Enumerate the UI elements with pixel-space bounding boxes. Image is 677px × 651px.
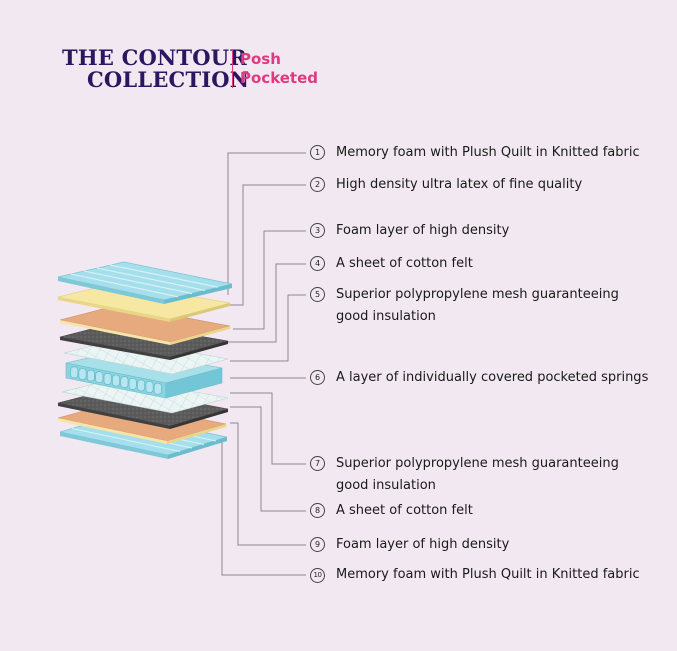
brand-subtitle-line2: Pocketed [240,69,319,87]
layer-label-1-text: Memory foam with Plush Quilt in Knitted … [336,145,640,160]
layer-label-9: 9 Foam layer of high density [310,534,509,556]
layer-label-5-text: Superior polypropylene mesh guaranteeing [336,287,619,302]
spring-pocket [137,379,145,392]
leader-line-1 [227,152,306,295]
layer-label-4: 4 A sheet of cotton felt [310,253,473,275]
layer-label-7-text-line2: good insulation [336,478,436,493]
layer-1-memory-foam [57,261,233,304]
layer-label-3: 3 Foam layer of high density [310,220,509,242]
layer-2-latex [57,282,231,322]
layer-label-8: 8 A sheet of cotton felt [310,500,473,522]
brand-title-line1: THE CONTOUR [62,45,247,70]
brand-subtitle-line1: Posh [240,50,281,68]
brand-divider [232,50,233,88]
layer-label-7: 7 Superior polypropylene mesh guaranteein… [310,453,619,497]
layer-label-5-text-line2: good insulation [336,309,436,324]
layer-label-10: 10 Memory foam with Plush Quilt in Knitte… [310,564,640,586]
layer-label-1: 1 Memory foam with Plush Quilt in Knitted… [310,142,640,164]
spring-pocket [87,369,95,382]
brand-title-line2: COLLECTION [87,67,250,92]
spring-pocket [128,377,137,390]
layer-label-2-text: High density ultra latex of fine quality [336,177,583,192]
leader-line-4 [228,263,306,343]
layer-label-6-text: A layer of individually covered pocketed… [336,370,649,385]
spring-pocket [112,374,120,387]
number-badge-2: 2 [310,177,325,192]
layer-label-9-text: Foam layer of high density [336,537,510,552]
spring-pocket [78,368,87,380]
spring-pocket [95,371,104,384]
spring-pocket [153,382,162,395]
layer-label-8-text: A sheet of cotton felt [336,503,473,518]
layer-label-4-text: A sheet of cotton felt [336,256,473,271]
layer-label-5: 5 Superior polypropylene mesh guaranteein… [310,284,619,328]
number-badge-3: 3 [310,223,325,238]
leader-line-5 [230,294,306,362]
leader-line-10 [221,439,306,576]
layer-label-7-text: Superior polypropylene mesh guaranteeing [336,456,619,471]
layer-label-10-text: Memory foam with Plush Quilt in Knitted … [336,567,640,582]
leader-line-9 [230,422,306,546]
number-badge-9: 9 [310,537,325,552]
spring-pocket [70,366,79,379]
number-badge-4: 4 [310,256,325,271]
leader-line-8 [230,406,306,512]
leader-line-2 [230,184,306,306]
layer-label-2: 2 High density ultra latex of fine qualit… [310,174,582,196]
number-badge-8: 8 [310,503,325,518]
number-badge-7: 7 [310,456,325,471]
number-badge-6: 6 [310,370,325,385]
number-badge-5: 5 [310,287,325,302]
number-badge-1: 1 [310,145,325,160]
layer-3-foam [59,304,231,345]
layer-label-3-text: Foam layer of high density [336,223,510,238]
leader-line-7 [230,392,306,465]
layer-label-6: 6 A layer of individually covered pockete… [310,367,648,389]
number-badge-10: 10 [310,568,325,583]
leader-line-3 [233,230,306,330]
spring-pocket [120,376,129,388]
spring-pocket [103,373,112,385]
spring-pocket [145,381,154,393]
